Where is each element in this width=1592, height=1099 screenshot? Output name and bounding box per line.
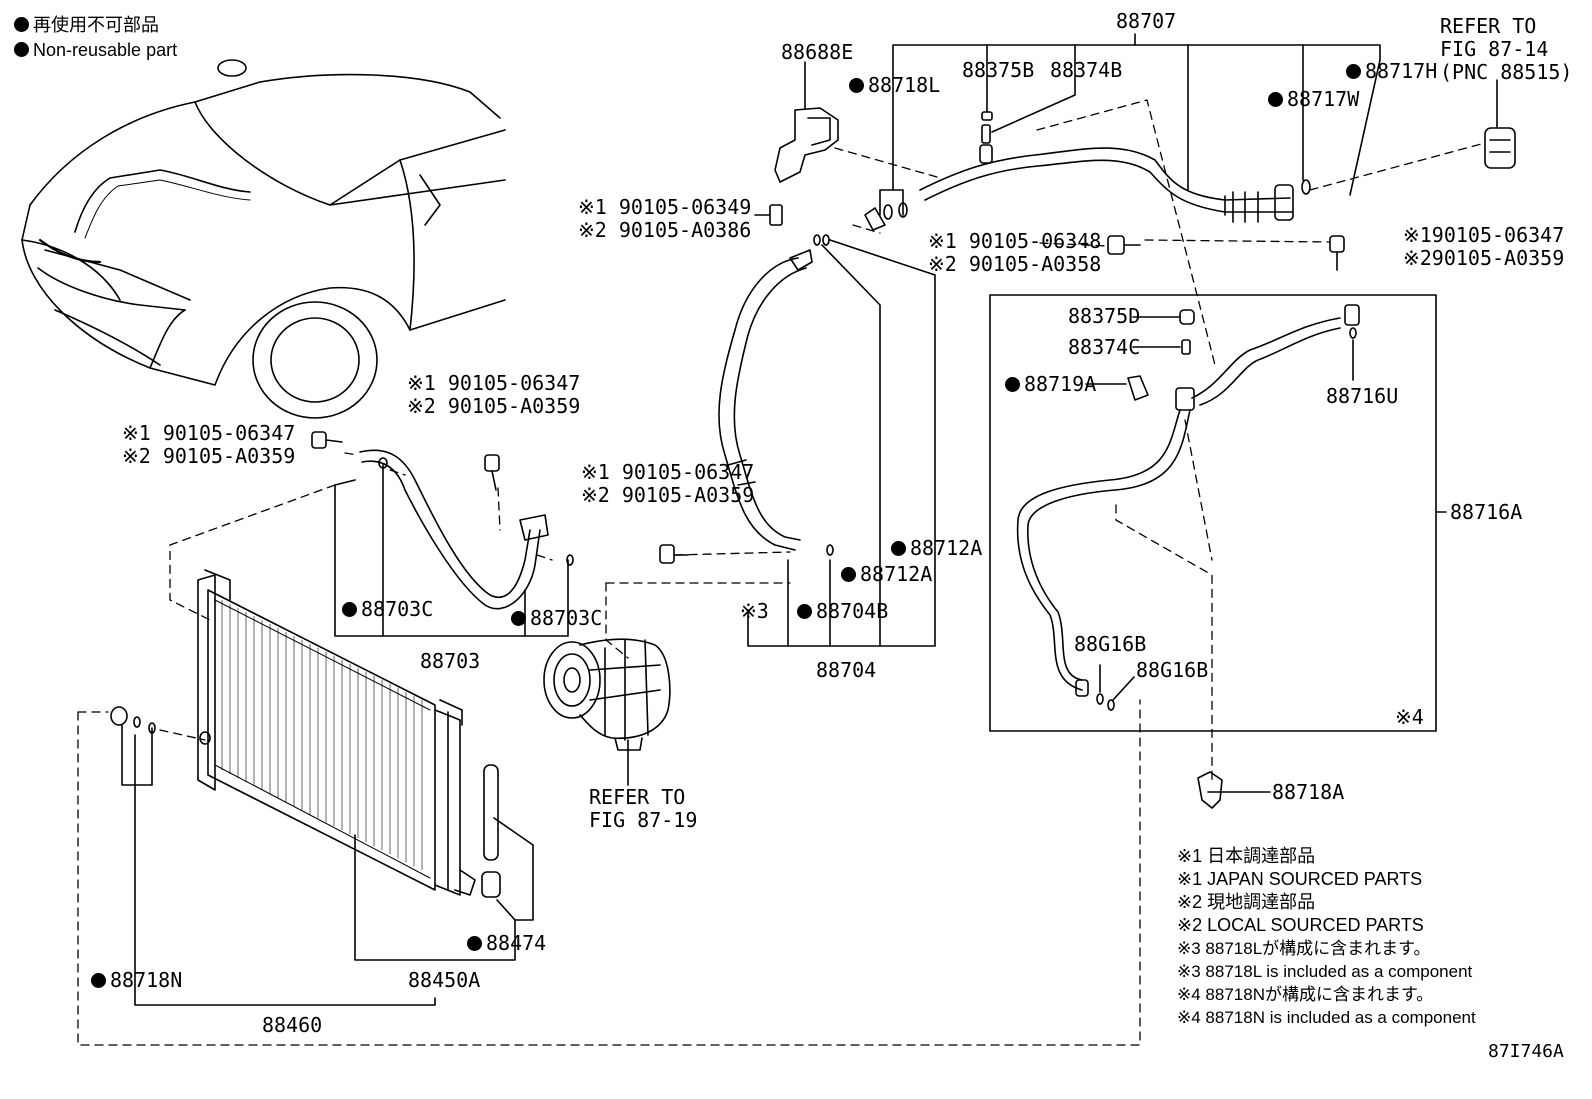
label-mark-3: ※3: [740, 599, 769, 623]
label-88719A[interactable]: 88719A: [1005, 374, 1096, 394]
non-reusable-dot-icon: [849, 78, 864, 93]
compressor-assembly: [543, 638, 671, 751]
label-88460[interactable]: 88460: [262, 1013, 323, 1037]
label-88716U[interactable]: 88716U: [1326, 384, 1399, 408]
label-88704B[interactable]: 88704B: [797, 601, 888, 621]
bolt-label-center: ※1 90105-06347 ※2 90105-A0359: [581, 460, 755, 507]
bolt-label-left-lower: ※1 90105-06347 ※2 90105-A0359: [122, 421, 296, 468]
label-88707[interactable]: 88707: [1116, 9, 1177, 33]
dashed-leader-lines: [77, 99, 1486, 1046]
figure-id: 87I746A: [1488, 1041, 1564, 1062]
non-reusable-dot-icon: [1268, 92, 1283, 107]
legend-en: Non-reusable part: [14, 41, 177, 59]
label-88716A[interactable]: 88716A: [1450, 500, 1523, 524]
label-88G16B-left[interactable]: 88G16B: [1074, 632, 1147, 656]
label-88704[interactable]: 88704: [816, 658, 877, 682]
label-88474[interactable]: 88474: [467, 933, 546, 953]
label-88G16B-right[interactable]: 88G16B: [1136, 658, 1209, 682]
ref-fig-87-19[interactable]: REFER TO FIG 87-19: [589, 785, 698, 832]
label-88375D[interactable]: 88375D: [1068, 304, 1141, 328]
legend-ja: 再使用不可部品: [14, 16, 159, 34]
label-88375B[interactable]: 88375B: [962, 58, 1035, 82]
label-88703C-right[interactable]: 88703C: [511, 608, 602, 628]
non-reusable-dot-icon: [1346, 64, 1361, 79]
bolt-label-left-upper: ※1 90105-06347 ※2 90105-A0359: [407, 371, 581, 418]
label-88718A[interactable]: 88718A: [1272, 780, 1345, 804]
ref-fig-87-14[interactable]: REFER TO FIG 87-14 (PNC 88515): [1440, 14, 1573, 84]
refrigerant-pipes: [359, 147, 1341, 697]
label-88374C[interactable]: 88374C: [1068, 335, 1141, 359]
non-reusable-dot-icon: [841, 567, 856, 582]
label-88718N[interactable]: 88718N: [91, 970, 182, 990]
footnotes: ※1 日本調達部品 ※1 JAPAN SOURCED PARTS ※2 現地調達…: [1177, 846, 1476, 1027]
label-88374B[interactable]: 88374B: [1050, 58, 1123, 82]
label-88712A-upper[interactable]: 88712A: [891, 538, 982, 558]
bolt-label-mid-top: ※1 90105-06349 ※2 90105-A0386: [578, 195, 752, 242]
non-reusable-dot-icon: [797, 604, 812, 619]
bolt-label-mid-right: ※1 90105-06348 ※2 90105-A0358: [928, 229, 1102, 276]
label-88717W[interactable]: 88717W: [1268, 89, 1359, 109]
small-components: [311, 79, 1516, 809]
label-88703[interactable]: 88703: [420, 649, 481, 673]
label-88718L[interactable]: 88718L: [849, 75, 940, 95]
label-88450A[interactable]: 88450A: [408, 968, 481, 992]
bracket-lines: [121, 33, 1447, 1006]
label-mark-4: ※4: [1395, 705, 1424, 729]
non-reusable-dot-icon: [91, 973, 106, 988]
non-reusable-dot-icon: [511, 611, 526, 626]
non-reusable-dot-icon: [14, 17, 29, 32]
label-88712A-lower[interactable]: 88712A: [841, 564, 932, 584]
bolt-label-top-right: ※190105-06347 ※290105-A0359: [1403, 223, 1565, 270]
label-88703C-left[interactable]: 88703C: [342, 599, 433, 619]
label-88688E[interactable]: 88688E: [781, 40, 854, 64]
non-reusable-dot-icon: [342, 602, 357, 617]
non-reusable-dot-icon: [467, 936, 482, 951]
non-reusable-dot-icon: [1005, 377, 1020, 392]
non-reusable-dot-icon: [891, 541, 906, 556]
condenser-assembly: [110, 569, 501, 898]
non-reusable-dot-icon: [14, 42, 29, 57]
vehicle-illustration: [21, 59, 506, 419]
label-88717H[interactable]: 88717H: [1346, 61, 1437, 81]
